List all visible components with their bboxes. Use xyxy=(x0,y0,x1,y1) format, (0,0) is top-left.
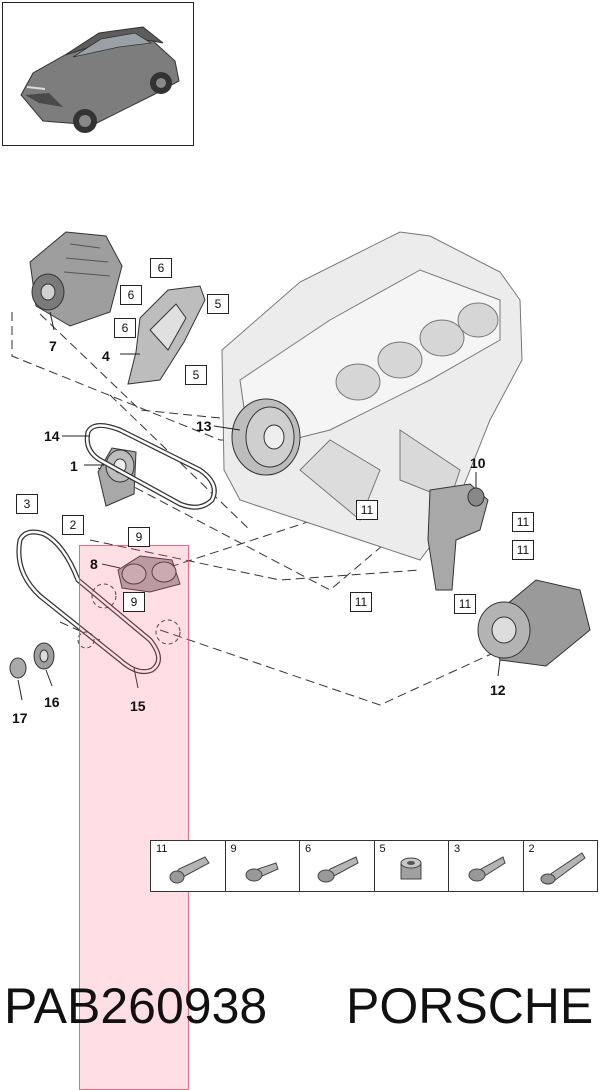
idler-pulley xyxy=(33,642,55,670)
bolt-flanged-medium-icon xyxy=(317,856,359,883)
callout-4: 4 xyxy=(102,348,110,364)
legend-number: 6 xyxy=(305,843,312,855)
ref-box-11: 11 xyxy=(512,540,534,560)
ref-box-11: 11 xyxy=(454,594,476,614)
ref-box-3: 3 xyxy=(16,494,38,514)
ref-box-6: 6 xyxy=(150,258,172,278)
legend-number: 11 xyxy=(156,843,168,855)
ref-box-6: 6 xyxy=(120,285,142,305)
legend-number: 2 xyxy=(528,843,535,855)
ref-box-5: 5 xyxy=(185,365,207,385)
bolt-flanged-icon xyxy=(468,856,506,882)
callout-7: 7 xyxy=(49,338,57,354)
ref-box-9: 9 xyxy=(123,592,145,612)
callout-14: 14 xyxy=(44,428,60,444)
ref-box-11: 11 xyxy=(512,512,534,532)
ref-box-2: 2 xyxy=(62,515,84,535)
pulley-cap xyxy=(9,657,27,679)
highlight-band xyxy=(79,545,189,1090)
callout-15: 15 xyxy=(130,698,146,714)
legend-cell-2: 2 xyxy=(524,841,598,891)
spacer-sleeve-icon xyxy=(400,857,421,880)
ref-box-5: 5 xyxy=(207,294,229,314)
legend-number: 9 xyxy=(230,843,237,855)
engine-block xyxy=(221,231,523,561)
crankshaft-pulley xyxy=(231,398,301,476)
ref-box-11: 11 xyxy=(356,500,378,520)
legend-cell-9: 9 xyxy=(226,841,300,891)
legend-number: 5 xyxy=(379,843,386,855)
compressor-bracket xyxy=(427,483,489,591)
idler-tensioner xyxy=(117,555,181,593)
callout-12: 12 xyxy=(490,682,506,698)
callout-10: 10 xyxy=(470,455,486,471)
bolt-flanged-long-icon xyxy=(169,856,210,884)
brand-name: PORSCHE xyxy=(346,978,594,1034)
alternator xyxy=(29,231,123,327)
bolt-flanged-short-icon xyxy=(245,862,279,882)
legend-cell-6: 6 xyxy=(300,841,375,891)
bolt-long-icon xyxy=(540,852,586,885)
legend-cell-3: 3 xyxy=(449,841,524,891)
ref-box-11: 11 xyxy=(350,592,372,612)
legend-number: 3 xyxy=(454,843,461,855)
callout-1: 1 xyxy=(70,458,78,474)
callout-13: 13 xyxy=(196,418,212,434)
ref-box-9: 9 xyxy=(128,527,150,547)
callout-17: 17 xyxy=(12,710,28,726)
legend-cell-11: 11 xyxy=(151,841,226,891)
callout-16: 16 xyxy=(44,694,60,710)
legend-cell-5: 5 xyxy=(375,841,449,891)
vehicle-thumbnail xyxy=(2,2,194,146)
fastener-legend: 11 9 6 5 3 2 xyxy=(150,840,598,892)
suv-icon xyxy=(20,26,180,133)
mounting-bracket xyxy=(127,285,206,385)
callout-8: 8 xyxy=(90,556,98,572)
part-number: PAB260938 xyxy=(4,978,268,1034)
ref-box-6: 6 xyxy=(114,318,136,338)
ac-compressor xyxy=(477,579,591,667)
